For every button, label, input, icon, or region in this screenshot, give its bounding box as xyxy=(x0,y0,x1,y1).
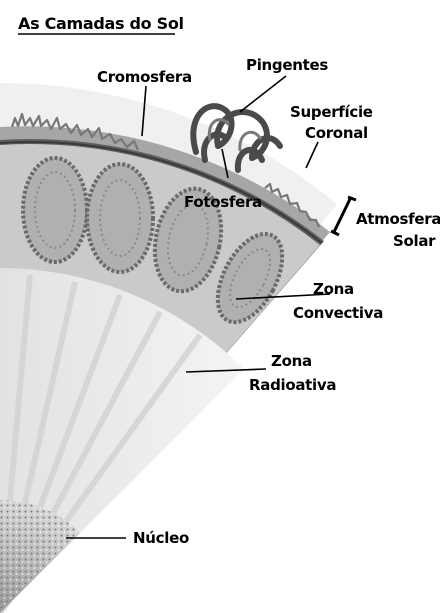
label-atmosfera-solar-1: Atmosfera xyxy=(356,210,440,228)
label-nucleo: Núcleo xyxy=(133,529,189,547)
label-fotosfera: Fotosfera xyxy=(184,193,262,211)
label-pingentes: Pingentes xyxy=(246,56,328,74)
label-zona-radioativa-1: Zona xyxy=(271,352,312,370)
label-zona-convectiva-2: Convectiva xyxy=(293,304,383,322)
label-superficie-coronal-1: Superfície xyxy=(290,103,373,121)
label-zona-radioativa-2: Radioativa xyxy=(249,376,336,394)
label-atmosfera-solar-2: Solar xyxy=(393,232,436,250)
diagram-title: As Camadas do Sol xyxy=(18,14,184,33)
label-zona-convectiva-1: Zona xyxy=(313,280,354,298)
label-cromosfera: Cromosfera xyxy=(97,68,192,86)
label-superficie-coronal-2: Coronal xyxy=(305,124,368,142)
